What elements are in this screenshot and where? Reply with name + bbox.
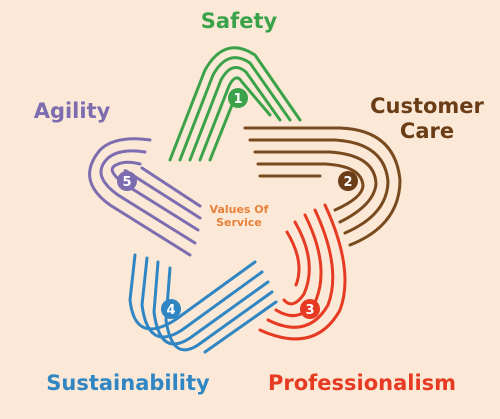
badge-5: 5 xyxy=(117,171,137,191)
badge-4: 4 xyxy=(161,299,181,319)
hand-sustainability xyxy=(128,253,278,354)
center-label-line2: Service xyxy=(216,216,262,229)
label-sustainability: Sustainability xyxy=(46,371,210,395)
svg-text:1: 1 xyxy=(233,92,242,107)
badge-2: 2 xyxy=(338,171,358,191)
label-customer: Customer xyxy=(370,94,484,118)
hand-agility xyxy=(88,137,202,257)
svg-text:3: 3 xyxy=(305,303,314,318)
badge-1: 1 xyxy=(228,88,248,108)
hand-customer-care xyxy=(243,126,402,247)
svg-text:4: 4 xyxy=(166,303,175,318)
label-care: Care xyxy=(400,119,454,143)
hand-professionalism xyxy=(258,203,347,341)
badge-3: 3 xyxy=(300,299,320,319)
hand-safety xyxy=(168,46,302,162)
label-agility: Agility xyxy=(34,99,111,123)
label-safety: Safety xyxy=(201,9,278,33)
svg-text:5: 5 xyxy=(122,175,131,190)
center-label-line1: Values Of xyxy=(210,203,269,216)
label-professionalism: Professionalism xyxy=(268,371,456,395)
svg-text:2: 2 xyxy=(343,175,352,190)
